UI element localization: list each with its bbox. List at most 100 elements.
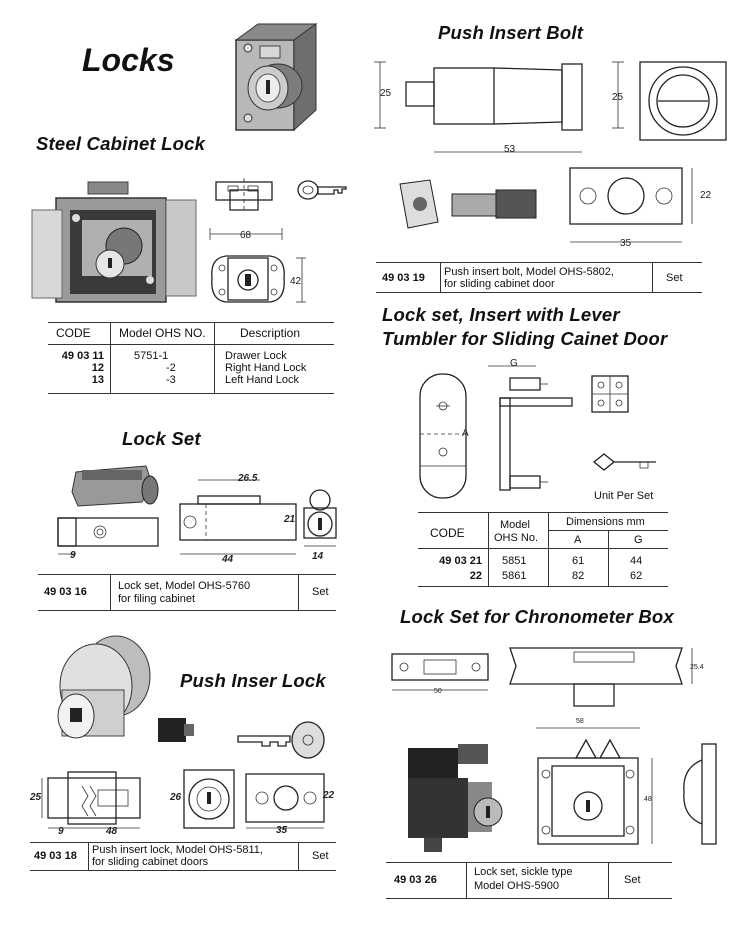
steel-table-top-rule <box>48 322 334 323</box>
lever-row-code: 22 <box>469 570 482 582</box>
lever-col-sep-2 <box>548 512 549 586</box>
lock-set-unit: Set <box>312 586 329 598</box>
push-lock-dim-48: 48 <box>106 826 118 837</box>
push-lock-dim-35: 35 <box>276 825 288 836</box>
lock-set-title: Lock Set <box>122 428 201 449</box>
chrono-col-sep-1 <box>466 862 467 898</box>
steel-cabinet-title: Steel Cabinet Lock <box>36 133 206 154</box>
lever-row-model: 5851 <box>502 555 527 567</box>
push-bolt-plate-view <box>569 167 693 243</box>
lock-set-front-view <box>303 489 337 547</box>
push-bolt-side-view <box>374 61 624 153</box>
push-bolt-col-sep-2 <box>652 262 653 292</box>
steel-cabinet-top-view <box>215 178 273 212</box>
steel-row-desc: Drawer Lock <box>225 350 287 362</box>
lock-set-col-sep-1 <box>110 574 111 610</box>
chrono-code: 49 03 26 <box>394 874 437 886</box>
push-bolt-unit: Set <box>666 272 683 284</box>
steel-table-bottom-rule <box>48 393 334 394</box>
lever-header-dims: Dimensions mm <box>566 516 645 528</box>
lock-set-code: 49 03 16 <box>44 586 87 598</box>
steel-row-desc: Left Hand Lock <box>225 374 299 386</box>
lock-set-dim-26-5: 26.5 <box>238 473 258 484</box>
lock-set-table-top-rule <box>38 574 336 575</box>
steel-row-model: 5751-1 <box>134 350 169 362</box>
push-lock-title: Push Inser Lock <box>180 670 326 691</box>
chrono-front-view <box>536 727 653 845</box>
steel-cabinet-photo <box>31 181 197 303</box>
push-bolt-table-top-rule <box>376 262 702 263</box>
lever-header-g: G <box>634 534 643 546</box>
chrono-side-view <box>509 647 693 707</box>
steel-row-code: 12 <box>91 362 104 374</box>
push-bolt-end-view <box>639 61 727 141</box>
lever-row-g: 44 <box>630 555 643 567</box>
chrono-table-top-rule <box>386 862 672 863</box>
push-bolt-dim-h3: 22 <box>700 190 712 201</box>
lever-key-icon <box>592 453 656 471</box>
push-bolt-dim-h2: 25 <box>612 92 624 103</box>
chrono-dim-w2: 58 <box>576 718 584 725</box>
key-icon <box>297 180 347 200</box>
push-lock-key-icon <box>237 721 325 759</box>
chrono-desc-line1: Lock set, sickle type <box>474 866 573 878</box>
lock-set-dim-21: 21 <box>284 514 296 525</box>
steel-table-col-sep-2 <box>214 322 215 393</box>
push-lock-side-view <box>41 771 141 829</box>
lever-row-g: 62 <box>630 570 643 582</box>
lever-lock-title-line2: Tumbler for Sliding Cainet Door <box>382 328 668 349</box>
push-lock-desc-line2: for sliding cabinet doors <box>92 856 209 868</box>
chrono-title: Lock Set for Chronometer Box <box>400 606 674 627</box>
push-lock-front-view <box>183 769 235 829</box>
lever-row-a: 61 <box>572 555 585 567</box>
push-bolt-dim-w2: 35 <box>620 238 632 249</box>
lever-row-code: 49 03 21 <box>439 555 482 567</box>
push-lock-photo <box>57 635 151 739</box>
page-title: Locks <box>82 42 175 78</box>
lock-set-dim-44: 44 <box>222 554 234 565</box>
steel-row-code: 49 03 11 <box>61 350 104 362</box>
push-lock-code: 49 03 18 <box>34 850 77 862</box>
push-bolt-title: Push Insert Bolt <box>438 22 584 43</box>
lock-set-desc-line1: Lock set, Model OHS-5760 <box>118 580 251 592</box>
lever-col-sep-3 <box>608 530 609 586</box>
steel-row-code: 13 <box>91 374 104 386</box>
push-bolt-desc-line2: for sliding cabinet door <box>444 278 555 290</box>
lock-set-dim-14: 14 <box>312 551 324 562</box>
chrono-dim-w1: 50 <box>434 688 442 695</box>
push-lock-desc-line1: Push insert lock, Model OHS-5811, <box>92 844 263 856</box>
push-lock-dim-9: 9 <box>58 826 64 837</box>
lever-header-code: CODE <box>430 526 465 540</box>
steel-cabinet-width-dim: 68 <box>240 230 252 241</box>
lever-row-a: 82 <box>572 570 585 582</box>
chrono-plate-view <box>391 653 489 691</box>
chrono-dim-h2: 48 <box>644 796 652 803</box>
push-lock-small-photo <box>158 718 194 742</box>
steel-header-model: Model OHS NO. <box>119 326 206 340</box>
push-lock-plate-view <box>245 773 325 829</box>
chrono-desc-line2: Model OHS-5900 <box>474 880 559 892</box>
steel-table-header-rule <box>48 344 334 345</box>
lever-table-bottom-rule <box>418 586 668 587</box>
lever-lock-dim-a: A <box>462 428 469 439</box>
steel-cabinet-height-dim: 42 <box>290 276 302 287</box>
lock-set-table-bottom-rule <box>38 610 336 611</box>
lever-lock-title-line1: Lock set, Insert with Lever <box>382 304 620 325</box>
lock-set-col-sep-2 <box>298 574 299 610</box>
steel-row-model: -3 <box>166 374 176 386</box>
chrono-unit: Set <box>624 874 641 886</box>
lock-set-photo <box>71 465 159 507</box>
lever-lock-side-view <box>488 365 573 491</box>
chrono-edge-view <box>683 743 717 845</box>
lock-set-dim-9: 9 <box>70 550 76 561</box>
lever-lock-dim-g: G <box>510 358 518 369</box>
push-lock-dim-26: 26 <box>170 792 182 803</box>
steel-row-model: -2 <box>166 362 176 374</box>
push-lock-dim-22: 22 <box>323 790 335 801</box>
steel-cabinet-front-view <box>209 228 306 303</box>
push-bolt-dim-w1: 53 <box>504 144 516 155</box>
push-lock-col-sep-2 <box>298 842 299 870</box>
lever-header-model-2: OHS No. <box>494 532 539 544</box>
lever-row-model: 5861 <box>502 570 527 582</box>
steel-header-desc: Description <box>240 326 301 340</box>
